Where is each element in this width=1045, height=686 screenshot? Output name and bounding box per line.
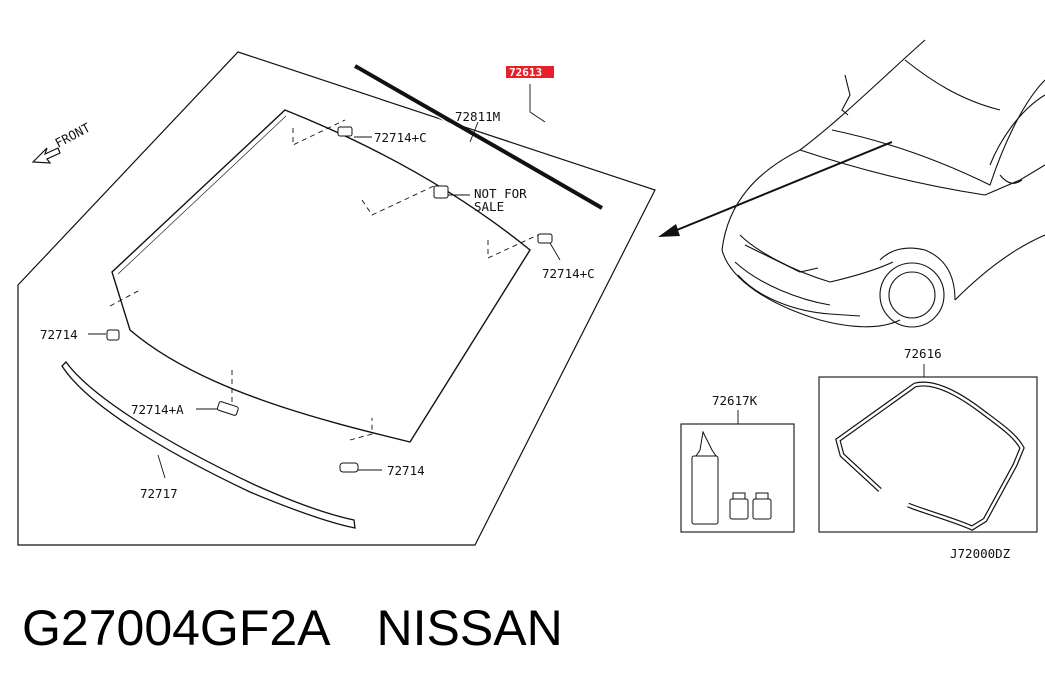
label-clip-c-right: 72714+C: [542, 266, 595, 281]
label-clip-a: 72714+A: [131, 402, 184, 417]
pointer-arrow-icon: [658, 141, 893, 237]
windshield-glass-inner: [117, 115, 287, 275]
highlighted-part-box: [506, 66, 554, 78]
label-kit: 72617K: [712, 393, 758, 408]
main-panel-outline: [17, 51, 656, 546]
label-not-for-sale-1: NOT FOR: [474, 186, 527, 201]
seal-box: [818, 376, 1038, 533]
front-arrow-icon: [31, 147, 61, 164]
bottom-molding-strip: [61, 361, 356, 529]
part-title: G27004GF2A NISSAN: [22, 598, 563, 658]
label-72717: 72717: [140, 486, 178, 501]
windshield-glass: [111, 109, 531, 443]
clip-icon: [106, 126, 553, 473]
primer-bottle-icon: [729, 492, 772, 520]
label-not-for-sale-2: SALE: [474, 199, 504, 214]
car-illustration: [721, 39, 1045, 328]
leader-lines: [88, 84, 925, 479]
top-molding-strip: [353, 64, 604, 210]
highlighted-part-label: 72613: [509, 66, 542, 79]
seal-strip: [835, 381, 1025, 531]
adhesive-tube-icon: [691, 430, 719, 525]
label-clip-bottom: 72714: [387, 463, 425, 478]
reference-lines: [109, 119, 541, 441]
label-clip-c-upper: 72714+C: [374, 130, 427, 145]
brand-name: NISSAN: [376, 600, 563, 656]
label-72811m: 72811M: [455, 109, 500, 124]
kit-box: [680, 423, 795, 533]
label-clip-left: 72714: [40, 327, 78, 342]
part-number: G27004GF2A: [22, 600, 331, 656]
label-seal: 72616: [904, 346, 942, 361]
diagram-code: J72000DZ: [950, 546, 1011, 561]
front-label: FRONT: [52, 120, 93, 151]
